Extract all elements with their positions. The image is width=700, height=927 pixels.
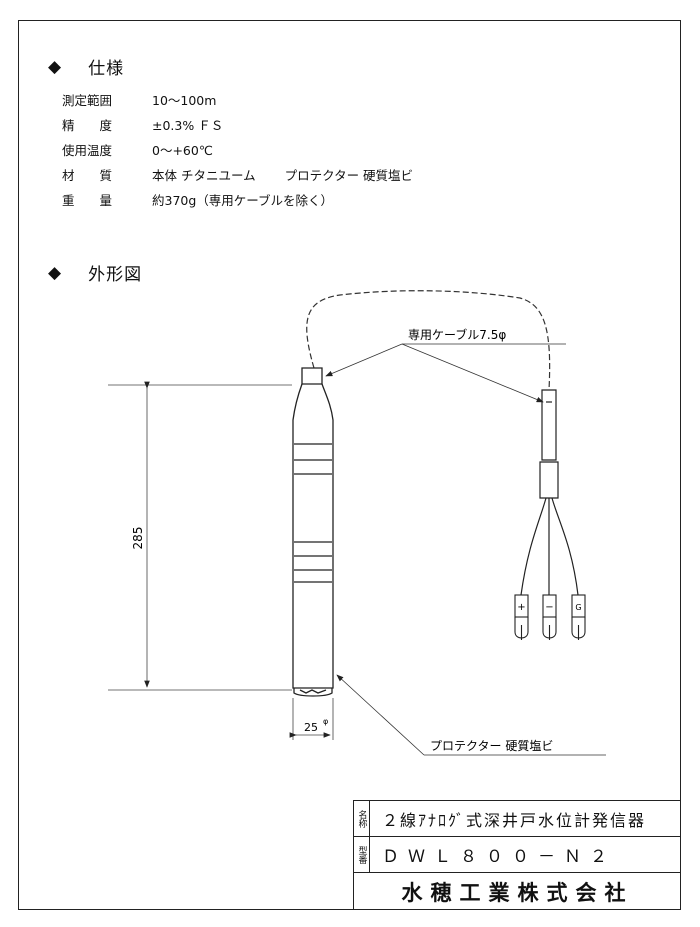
spec-label: 材 質 <box>62 168 113 183</box>
spec-label: 重 量 <box>62 193 113 208</box>
outline-heading: ◆ 外形図 <box>48 260 143 286</box>
spec-value: 約370g（専用ケーブルを除く） <box>152 193 334 208</box>
cable-label: 専用ケーブル7.5φ <box>408 327 506 342</box>
name-tag-text: 名称 <box>356 809 367 828</box>
company-name: 水穂工業株式会社 <box>401 880 634 905</box>
spec-row-weight: 重 量 約370g（専用ケーブルを除く） <box>62 190 333 209</box>
model-tag: 型番 <box>354 837 370 872</box>
connector-assembly <box>520 389 579 596</box>
spec-label: 精 度 <box>62 118 113 133</box>
name-tag: 名称 <box>354 801 370 836</box>
terminal-minus <box>542 594 557 640</box>
spec-label: 測定範囲 <box>62 93 113 108</box>
protector-leader <box>336 674 425 756</box>
title-block: 名称 ２線ｱﾅﾛｸﾞ式深井戸水位計発信器 型番 ＤＷＬ８００－Ｎ２ 水穂工業株式… <box>353 800 681 910</box>
spec-value: 本体 チタニユーム プロテクター 硬質塩ビ <box>152 168 414 183</box>
length-dimension <box>108 381 292 691</box>
diameter-dimension-value: 25 <box>304 721 318 734</box>
diamond-bullet-icon: ◆ <box>48 262 63 283</box>
terminal-ground-label: G <box>575 603 581 612</box>
spec-value: ±0.3% ＦＳ <box>152 118 224 133</box>
spec-row-range: 測定範囲 10～100m <box>62 90 216 109</box>
diameter-dimension <box>289 698 334 740</box>
title-block-model-row: 型番 ＤＷＬ８００－Ｎ２ <box>354 837 681 873</box>
length-dimension-value: 285 <box>131 527 145 550</box>
diamond-bullet-icon: ◆ <box>48 56 63 77</box>
title-block-name-row: 名称 ２線ｱﾅﾛｸﾞ式深井戸水位計発信器 <box>354 801 681 837</box>
cable-leader-left <box>325 343 403 377</box>
terminal-minus-label: − <box>545 602 553 613</box>
spec-row-temperature: 使用温度 0～+60℃ <box>62 140 213 159</box>
spec-row-accuracy: 精 度 ±0.3% ＦＳ <box>62 115 223 134</box>
outline-title: 外形図 <box>88 265 143 285</box>
drawing-sheet-border <box>18 20 681 910</box>
spec-label: 使用温度 <box>62 143 113 158</box>
spec-value: 0～+60℃ <box>152 143 213 158</box>
diameter-symbol: φ <box>323 717 328 726</box>
spec-heading: ◆ 仕様 <box>48 54 125 80</box>
model-tag-text: 型番 <box>356 845 367 864</box>
spec-value: 10～100m <box>152 93 217 108</box>
model-number: ＤＷＬ８００－Ｎ２ <box>382 847 616 867</box>
cable-line <box>306 290 551 391</box>
terminal-ground <box>571 594 586 640</box>
protector-label: プロテクター 硬質塩ビ <box>430 738 553 753</box>
spec-title: 仕様 <box>88 59 125 79</box>
cable-leader-right <box>401 343 544 403</box>
terminal-plus <box>514 594 529 640</box>
terminal-plus-label: + <box>517 602 525 613</box>
sensor-body <box>292 367 334 697</box>
product-name: ２線ｱﾅﾛｸﾞ式深井戸水位計発信器 <box>382 810 647 830</box>
title-block-company-row: 水穂工業株式会社 <box>354 873 681 910</box>
spec-row-material: 材 質 本体 チタニユーム プロテクター 硬質塩ビ <box>62 165 413 184</box>
